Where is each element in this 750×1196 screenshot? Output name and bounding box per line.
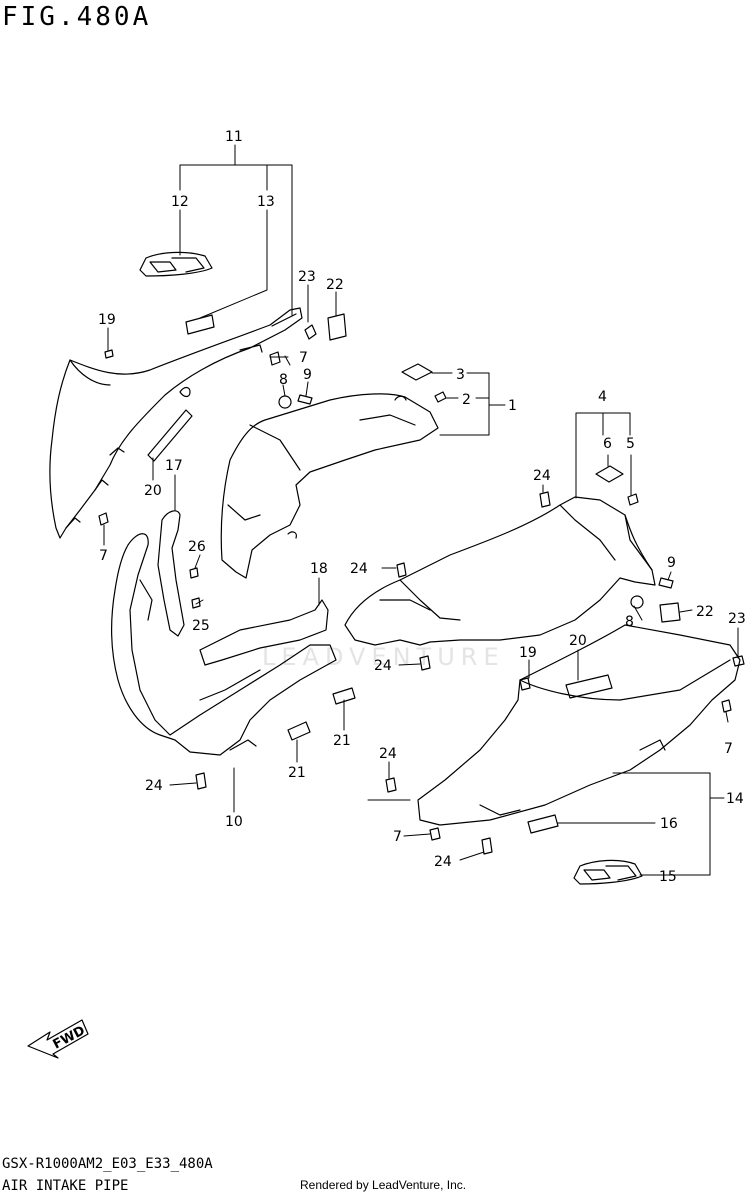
part-17-bracket (157, 510, 185, 637)
callout-15: 15 (659, 869, 677, 885)
callout-22a: 22 (326, 277, 344, 293)
part-10-lower-cover-left (110, 533, 337, 756)
part-22-label-right (659, 602, 681, 623)
callout-4: 4 (598, 389, 607, 405)
callout-24c: 24 (374, 658, 392, 674)
callout-26: 26 (188, 539, 206, 555)
fwd-arrow-icon (27, 1019, 89, 1059)
callout-24e: 24 (379, 746, 397, 762)
callout-23a: 23 (298, 269, 316, 285)
part-13-emblem-strip (185, 314, 215, 335)
watermark: LEADVENTURE (262, 643, 505, 671)
part-18-bracket-strip (199, 599, 329, 666)
hardware-fasteners (98, 324, 745, 855)
callout-2: 2 (462, 392, 471, 408)
part-6-label (595, 465, 624, 483)
part-21-decal-b (332, 687, 356, 705)
callout-13: 13 (257, 194, 275, 210)
callout-23b: 23 (728, 611, 746, 627)
callout-5: 5 (626, 436, 635, 452)
callout-19b: 19 (519, 645, 537, 661)
part-group-name: AIR INTAKE PIPE (2, 1178, 129, 1194)
figure-title: FIG.480A (2, 2, 152, 32)
callout-21b: 21 (288, 765, 306, 781)
callout-22b: 22 (696, 604, 714, 620)
part-12-r-emblem (139, 251, 213, 277)
callout-7c: 7 (724, 741, 733, 757)
callout-numbers: 1 2 3 4 5 6 7 7 7 7 8 8 9 9 10 11 12 13 … (98, 129, 746, 885)
part-21-decal-a (287, 721, 311, 741)
callout-25: 25 (192, 618, 210, 634)
callout-24b: 24 (350, 561, 368, 577)
callout-16: 16 (660, 816, 678, 832)
callout-7b: 7 (99, 548, 108, 564)
part-20-decal-left (147, 409, 193, 462)
part-4-air-intake-pipe-right (344, 496, 656, 646)
part-16-decal (527, 814, 559, 834)
part-3-label (401, 363, 433, 381)
callout-7a: 7 (299, 350, 308, 366)
callout-9a: 9 (303, 367, 312, 383)
callout-11: 11 (225, 129, 243, 145)
part-15-r-emblem (573, 859, 643, 885)
callout-8b: 8 (625, 614, 634, 630)
callout-14: 14 (726, 791, 744, 807)
model-code: GSX-R1000AM2_E03_E33_480A (2, 1156, 213, 1172)
part-20-decal-right (565, 674, 613, 699)
callout-3: 3 (456, 367, 465, 383)
callout-19a: 19 (98, 312, 116, 328)
callout-10: 10 (225, 814, 243, 830)
callout-20a: 20 (144, 483, 162, 499)
callout-6: 6 (603, 436, 612, 452)
callout-9b: 9 (667, 555, 676, 571)
callout-1: 1 (508, 398, 517, 414)
callout-24d: 24 (145, 778, 163, 794)
callout-18: 18 (310, 561, 328, 577)
callout-7d: 7 (393, 829, 402, 845)
part-22-label-upper (327, 313, 347, 341)
callout-12: 12 (171, 194, 189, 210)
callout-24a: 24 (533, 468, 551, 484)
part-14-lower-cover-right (417, 624, 741, 826)
callout-8a: 8 (279, 372, 288, 388)
callout-20b: 20 (569, 633, 587, 649)
callout-17: 17 (165, 458, 183, 474)
part-11-inner-cover-left (49, 307, 303, 539)
part-1-air-intake-pipe-upper (220, 393, 439, 579)
part-5-label (627, 493, 639, 506)
leader-lines (103, 144, 739, 876)
part-2-label (434, 391, 447, 403)
callout-24f: 24 (434, 854, 452, 870)
callout-21a: 21 (333, 733, 351, 749)
rendered-by-credit: Rendered by LeadVenture, Inc. (300, 1178, 467, 1192)
